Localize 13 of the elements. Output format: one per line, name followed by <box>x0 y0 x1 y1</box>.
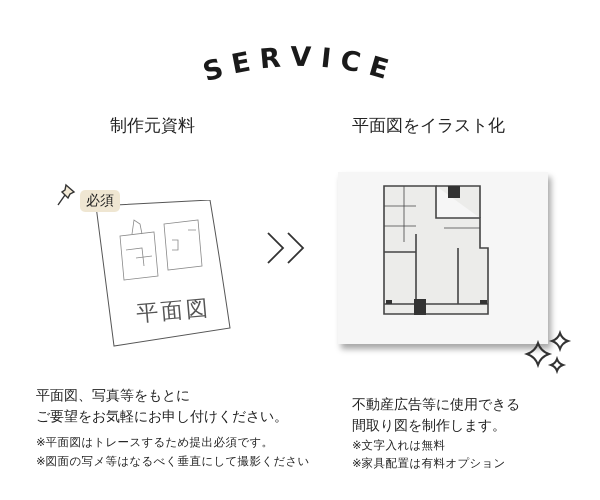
floor-plan-picture <box>338 172 548 344</box>
column-heading: 制作元資料 <box>110 115 195 138</box>
note-text: ※図面の写メ等はなるべく垂直にして撮影ください <box>36 453 310 470</box>
note-text: ※家具配置は有料オプション <box>352 455 506 472</box>
tag-badge: 必須 <box>80 190 120 212</box>
double-chevron-arrow <box>267 232 304 264</box>
note-text: ※平面図はトレースするため提出必須です。 <box>36 434 274 451</box>
title: SERVICE <box>200 42 400 88</box>
description-text: 平面図、写真等をもとにご要望をお気軽にお申し付けください。 <box>36 387 289 427</box>
handwritten-text: 平面図 <box>134 294 212 330</box>
column-heading: 平面図をイラスト化 <box>352 115 505 138</box>
description-text: 不動産広告等に使用できる間取り図を制作します。 <box>352 396 521 436</box>
note-text: ※文字入れは無料 <box>352 437 446 454</box>
